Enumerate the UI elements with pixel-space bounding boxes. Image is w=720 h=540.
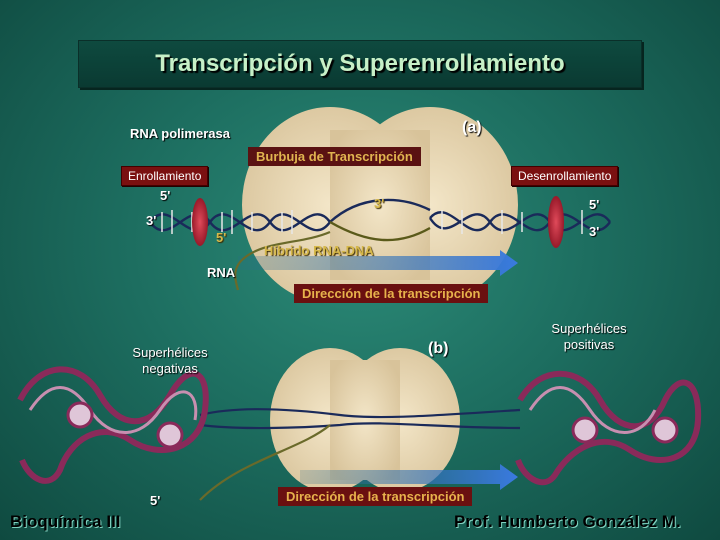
page-title: Transcripción y Superenrollamiento [155, 50, 565, 77]
direction-tag-a: Dirección de la transcripción [294, 284, 489, 303]
positive-supercoil [515, 370, 702, 486]
clamp-left-a [192, 198, 208, 246]
three-prime-right-label: 3' [589, 224, 600, 239]
three-prime-mid-label: 3' [374, 196, 385, 211]
direction-arrow-b [300, 464, 518, 490]
unwinding-tag: Desenrollamiento [511, 166, 619, 186]
author-name: Prof. Humberto González M. [454, 512, 681, 531]
five-prime-rna-label: 5' [216, 230, 227, 245]
rna-polymerase-label: RNA polimerasa [130, 126, 230, 141]
positive-supercoils-label: Superhélices positivas [551, 321, 627, 352]
title-box: Transcripción y Superenrollamiento [78, 40, 642, 88]
dna-helix-a [149, 198, 611, 291]
panel-b-label: (b) [428, 340, 449, 357]
three-prime-left-label: 3' [146, 213, 157, 228]
negative-supercoil [17, 366, 209, 484]
rna-polymerase-b [270, 348, 460, 492]
five-prime-right-label: 5' [589, 197, 600, 212]
winding-tag: Enrollamiento [121, 166, 209, 186]
rna-label: RNA [207, 265, 236, 280]
direction-arrow-a [238, 250, 518, 276]
negative-supercoils-label: Superhélices negativas [132, 345, 208, 376]
course-name: Bioquímica III [10, 512, 121, 531]
clamp-right-a [548, 196, 564, 248]
dna-helix-b [199, 408, 521, 501]
five-prime-b-label: 5' [150, 493, 161, 508]
panel-a-label: (a) [462, 119, 482, 136]
transcription-bubble-tag: Burbuja de Transcripción [248, 147, 421, 166]
five-prime-left-label: 5' [160, 188, 171, 203]
rna-dna-hybrid-label: Híbrido RNA-DNA [264, 243, 374, 258]
direction-tag-b: Dirección de la transcripción [278, 487, 473, 506]
